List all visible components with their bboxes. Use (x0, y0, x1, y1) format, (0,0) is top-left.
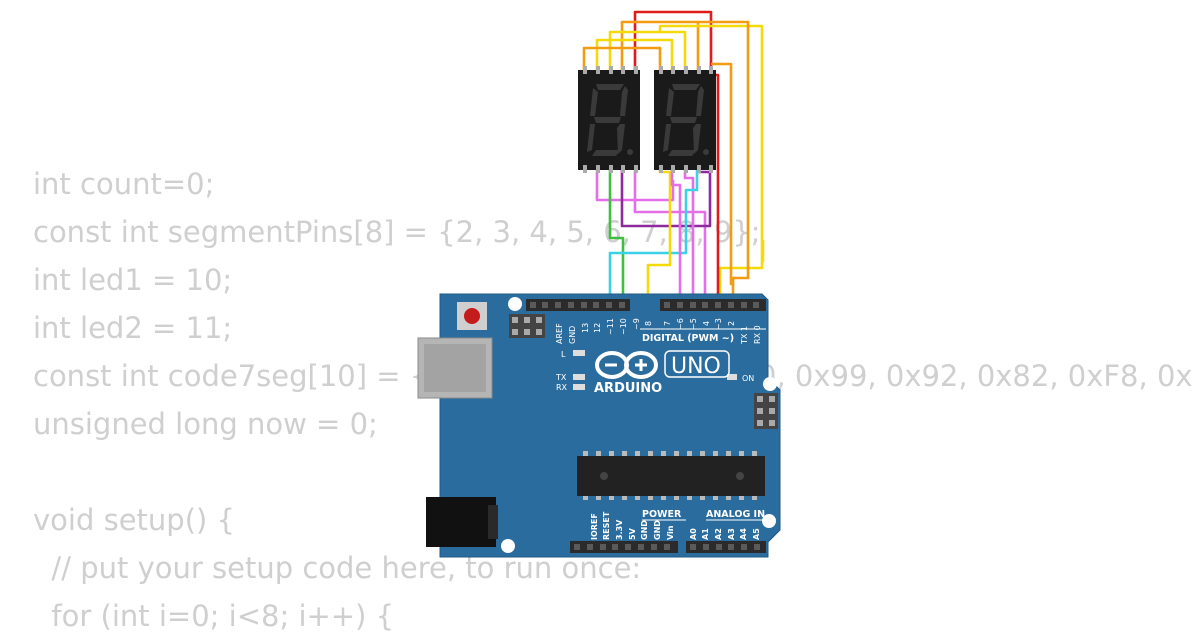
rx-led-label: RX (556, 383, 568, 392)
on-led (727, 374, 737, 380)
pin-label: Vin (666, 525, 675, 540)
pin-label: ~5 (689, 318, 698, 330)
pin-label: A0 (689, 528, 698, 540)
icsp-header-2 (754, 393, 778, 429)
wire-yellow[interactable] (608, 30, 687, 72)
model-badge (664, 350, 730, 378)
code-line: int led2 = 11; (33, 311, 233, 345)
code-line: int count=0; (33, 167, 215, 201)
pin-label: 4 (702, 321, 711, 326)
seven-segment-display-2[interactable] (654, 66, 716, 173)
wire-yellow[interactable] (595, 38, 674, 72)
wire-orange[interactable] (698, 20, 750, 303)
code-line: for (int i=0; i<8; i++) { (33, 599, 395, 633)
pin-label: ~10 (619, 318, 628, 335)
power-header[interactable] (570, 541, 678, 553)
pin-label: A1 (701, 528, 710, 540)
analog-pin-labels: A0 A1 A2 A3 A4 A5 (689, 528, 761, 540)
segments-off (663, 84, 709, 156)
pin-label: ~11 (606, 318, 615, 335)
pin-label: TX 1 (740, 326, 749, 345)
icsp-header (509, 314, 545, 338)
pin-label: ~3 (714, 318, 723, 330)
seven-segment-display-1[interactable] (578, 66, 640, 173)
pin-label: A3 (727, 528, 736, 540)
code-line: int led1 = 10; (33, 263, 233, 297)
analog-in-label: ANALOG IN (706, 509, 765, 520)
pin-label: RX 0 (753, 325, 762, 344)
digital-header[interactable] (526, 299, 766, 311)
mounting-hole (508, 297, 522, 311)
pin-label: 7 (663, 321, 672, 326)
wire-pink[interactable] (670, 165, 682, 303)
segments-off (587, 84, 633, 156)
wire-red[interactable] (633, 10, 713, 75)
pin-label: A4 (739, 528, 748, 540)
mounting-hole (762, 514, 776, 528)
atmega-chip (577, 451, 765, 500)
wire-yellow[interactable] (646, 165, 672, 303)
wire-orange[interactable] (711, 62, 733, 286)
pin-label: A2 (714, 528, 723, 540)
l-led-label: L (561, 350, 566, 359)
pin-label: 2 (727, 321, 736, 326)
pin-label: ~6 (676, 318, 685, 330)
power-label: POWER (642, 509, 682, 520)
pin-label: 5V (628, 527, 637, 540)
tx-led-label: TX (555, 373, 567, 382)
status-leds: L TX RX ON (555, 350, 754, 392)
tx-led (573, 374, 585, 380)
pin-label: IOREF (590, 513, 599, 540)
pin-label: 8 (644, 321, 653, 326)
model-name: UNO (671, 354, 721, 379)
pin-label: AREF (555, 323, 564, 344)
rx-led (573, 384, 585, 390)
digital-header-label: DIGITAL (PWM ~) (642, 333, 734, 344)
mounting-hole (501, 539, 515, 553)
arduino-logo-icon (595, 351, 658, 379)
usb-connector (417, 337, 493, 399)
pin-label: A5 (752, 528, 761, 540)
pin-label: 13 (581, 323, 590, 333)
code-line: const int segmentPins[8] = {2, 3, 4, 5, … (33, 215, 761, 249)
analog-header[interactable] (686, 541, 766, 553)
mounting-hole (763, 377, 777, 391)
code-line: void setup() { (33, 503, 235, 537)
digital-pin-labels: AREF GND 13 12 ~11 ~10 ~9 8 7 ~6 ~5 4 ~3… (555, 318, 762, 345)
brand-name: ARDUINO (594, 381, 662, 396)
pin-label: GND (640, 520, 649, 540)
l-led (573, 350, 585, 356)
on-led-label: ON (742, 374, 754, 383)
reset-button[interactable] (457, 302, 487, 330)
wire-cyan[interactable] (608, 165, 699, 303)
pin-label: 12 (593, 323, 602, 333)
pin-label: RESET (602, 511, 611, 540)
code-line: unsigned long now = 0; (33, 407, 378, 441)
wire-orange[interactable] (582, 46, 662, 72)
pin-label: GND (568, 326, 577, 344)
wire-green[interactable] (608, 165, 625, 303)
arduino-uno-board[interactable]: AREF GND 13 12 ~11 ~10 ~9 8 7 ~6 ~5 4 ~3… (417, 293, 781, 558)
power-jack (426, 497, 498, 547)
pin-label: ~9 (632, 318, 641, 330)
pin-label: 3.3V (615, 519, 624, 540)
pin-label: GND (653, 520, 662, 540)
power-pin-labels: IOREF RESET 3.3V 5V GND GND Vin (590, 511, 675, 540)
wire-yellow[interactable] (658, 24, 764, 303)
